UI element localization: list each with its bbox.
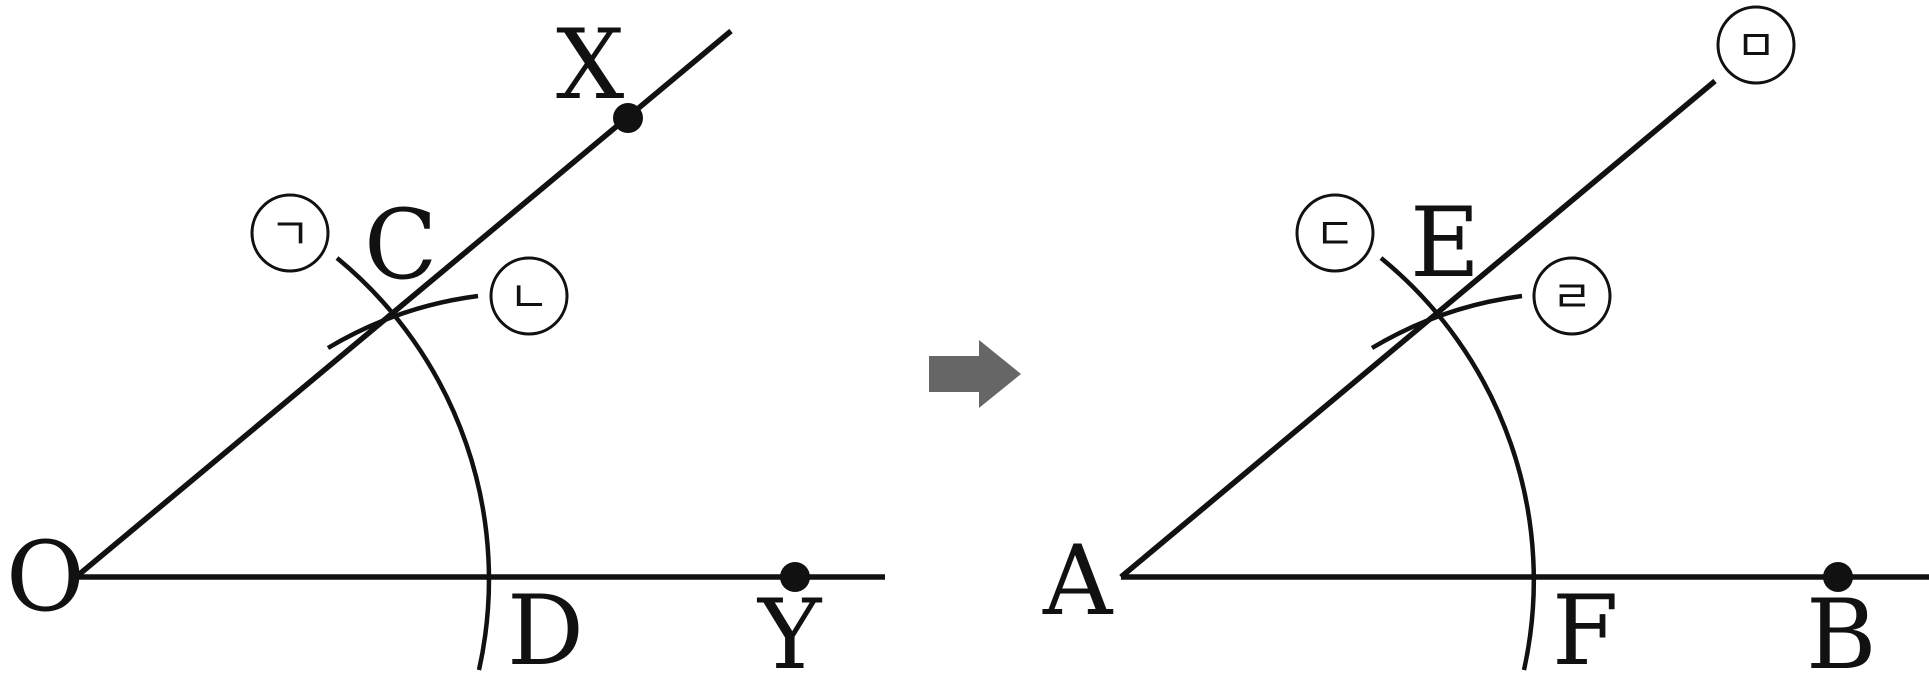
arc-ef [1379, 256, 1536, 671]
marker-third: ㄷ [1295, 193, 1375, 273]
marker-second: ㄴ [489, 256, 569, 336]
label-e: E [1410, 187, 1480, 299]
right-figure: A E F B ㄷ ㄹ ㅁ [1042, 5, 1929, 691]
marker-fourth: ㄹ [1532, 256, 1612, 336]
arc-cd [335, 256, 492, 671]
point-b-dot [1823, 562, 1853, 592]
label-x: X [556, 9, 624, 121]
marker-fourth-text: ㄹ [1552, 272, 1592, 323]
ray-ae [1119, 78, 1717, 580]
marker-third-text: ㄷ [1315, 209, 1355, 260]
marker-second-text: ㄴ [509, 272, 549, 323]
label-o: O [6, 521, 85, 633]
label-b: B [1806, 579, 1877, 691]
marker-first: ㄱ [250, 193, 330, 273]
marker-fifth-text: ㅁ [1736, 21, 1776, 72]
left-figure: O X C D Y ㄱ ㄴ [6, 9, 885, 691]
arc-small-left [326, 293, 479, 350]
point-y-dot [780, 562, 810, 592]
label-c: C [364, 189, 437, 301]
label-f: F [1552, 575, 1619, 687]
marker-first-text: ㄱ [270, 209, 310, 260]
label-d: D [507, 575, 584, 687]
arc-small-right [1370, 293, 1523, 350]
point-x-dot [613, 103, 643, 133]
label-y: Y [756, 579, 823, 691]
transition-arrow [929, 340, 1021, 408]
label-a: A [1042, 525, 1114, 637]
marker-fifth: ㅁ [1716, 5, 1796, 85]
